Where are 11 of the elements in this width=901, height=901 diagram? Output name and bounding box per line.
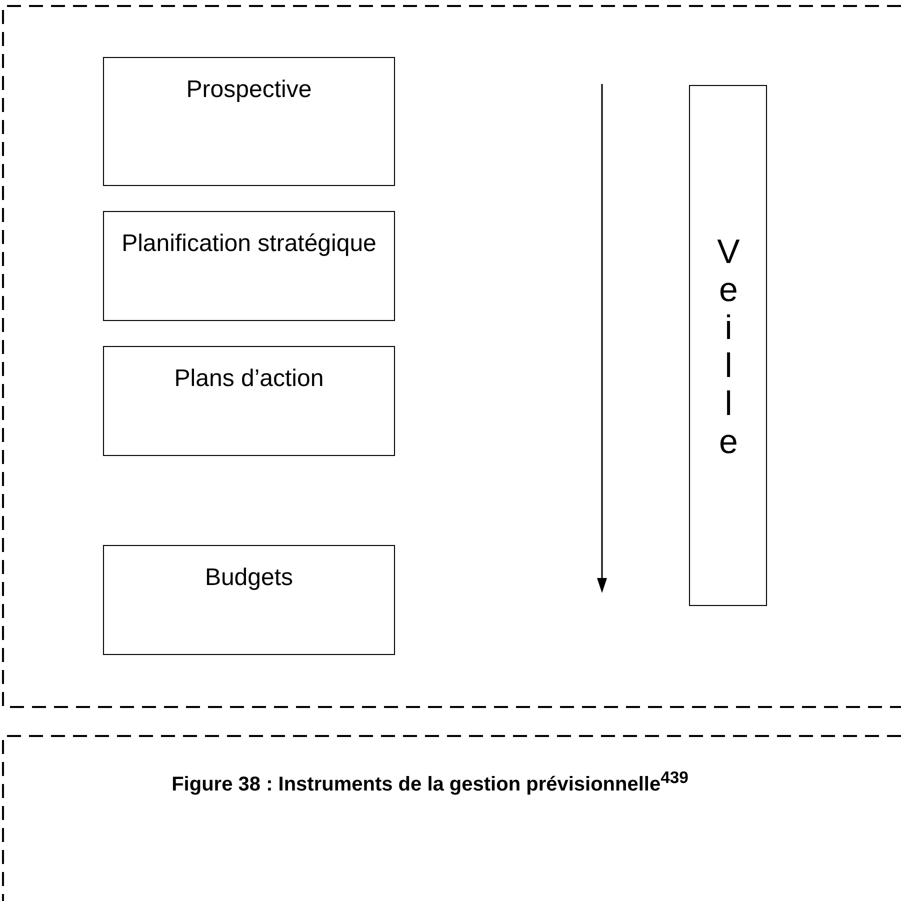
box-label: Prospective xyxy=(185,76,313,104)
process-box xyxy=(103,545,395,655)
figure-caption: Figure 38 : Instruments de la gestion prévisionnelle$^{439}$ xyxy=(170,768,690,797)
process-box xyxy=(103,346,395,456)
box-label: Plans d’action xyxy=(173,365,325,393)
box-label: Planification stratégique xyxy=(120,230,378,258)
box-label: Budgets xyxy=(204,564,294,592)
process-box xyxy=(103,211,395,321)
process-box xyxy=(103,57,395,186)
box-label: Veille xyxy=(708,232,748,462)
vertical-box xyxy=(689,85,767,606)
